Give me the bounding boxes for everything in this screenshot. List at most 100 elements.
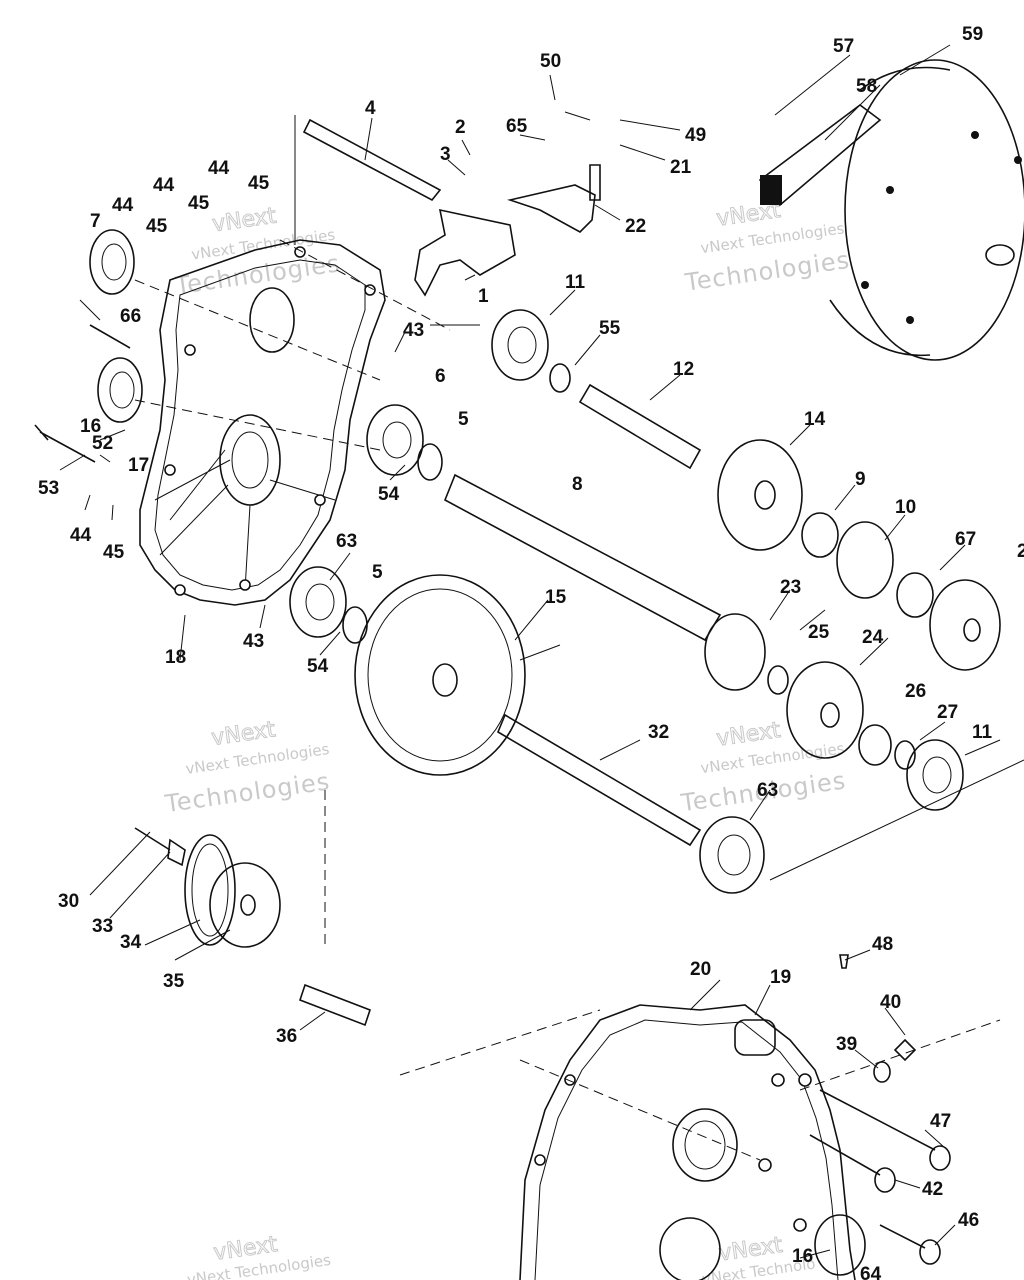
callout-36: 36 [276, 1026, 297, 1047]
watermark-mid-right: vNext vNext Technologies Technologies [678, 717, 847, 817]
pin-48 [839, 954, 849, 969]
callout-48: 48 [872, 934, 893, 955]
callout-32: 32 [648, 722, 669, 743]
callout-45c: 45 [146, 216, 168, 237]
washer-5-bottom [342, 606, 368, 644]
callout-49: 49 [685, 125, 706, 146]
callout-52: 52 [92, 433, 113, 454]
callout-42: 42 [922, 1179, 943, 1200]
callout-14: 14 [804, 409, 826, 430]
stud-66 [89, 324, 131, 349]
seal-7 [89, 229, 135, 295]
callout-4: 4 [365, 98, 376, 119]
callout-54a: 54 [378, 484, 400, 505]
callout-18: 18 [165, 647, 186, 668]
bolt-30 [134, 827, 171, 851]
callout-16a: 16 [80, 416, 101, 437]
callout-45d: 45 [103, 542, 125, 563]
callout-55: 55 [599, 318, 621, 339]
callout-34: 34 [120, 932, 142, 953]
callout-43b: 43 [243, 631, 264, 652]
callout-63b: 63 [757, 780, 778, 801]
ring-25 [767, 665, 789, 695]
callout-1: 1 [478, 286, 489, 307]
callout-11a: 11 [565, 272, 586, 293]
callout-59: 59 [962, 24, 983, 45]
callout-30: 30 [58, 891, 79, 912]
gear-2 [929, 579, 1001, 671]
shift-shaft [302, 118, 442, 202]
callout-45a: 45 [248, 173, 270, 194]
callout-23: 23 [780, 577, 801, 598]
bearing-26 [858, 724, 892, 766]
callout-16b: 16 [792, 1246, 813, 1267]
callout-5b: 5 [372, 562, 383, 583]
callout-2: 2 [455, 117, 466, 138]
bearing-11-top [491, 309, 549, 381]
bolt-53 [34, 424, 96, 463]
main-shaft [443, 473, 722, 642]
shift-bracket [507, 164, 601, 233]
centerlines [134, 115, 1024, 1161]
callout-50: 50 [540, 51, 561, 72]
callout-12: 12 [673, 359, 694, 380]
callout-66: 66 [120, 306, 141, 327]
callout-65: 65 [506, 116, 528, 137]
callout-22: 22 [625, 216, 646, 237]
callout-54b: 54 [307, 656, 329, 677]
bearing-63-bottom [699, 816, 765, 894]
bushing-67 [896, 572, 934, 618]
callout-67: 67 [955, 529, 976, 550]
callout-58: 58 [856, 76, 877, 97]
clutch-drum [758, 59, 1024, 361]
watermark-top-right: vNext vNext Technologies Technologies [682, 197, 851, 296]
callout-11b: 11 [972, 722, 993, 743]
callout-3: 3 [440, 144, 451, 165]
callout-5a: 5 [458, 409, 469, 430]
callout-45b: 45 [188, 193, 210, 214]
callout-9: 9 [855, 469, 866, 490]
callout-44a: 44 [208, 158, 230, 179]
shift-fork [414, 208, 516, 297]
callout-63a: 63 [336, 531, 357, 552]
callout-2-partial: 2 [1017, 541, 1024, 562]
callout-6: 6 [435, 366, 446, 387]
bolt-46 [879, 1224, 941, 1265]
bearing-63-top [289, 566, 347, 638]
ring-55 [549, 363, 571, 393]
callout-46: 46 [958, 1210, 979, 1231]
callout-35: 35 [163, 971, 185, 992]
right-case-housing [519, 1004, 856, 1280]
svg-text:vNext: vNext [715, 718, 782, 752]
callout-57: 57 [833, 36, 854, 57]
callout-53: 53 [38, 478, 59, 499]
seal-16-bottom [814, 1214, 866, 1276]
seal-16 [97, 357, 143, 423]
gear-15 [354, 574, 526, 776]
callout-33: 33 [92, 916, 113, 937]
gear-23 [704, 613, 766, 691]
bolt-47 [819, 1089, 951, 1171]
washer-27 [894, 740, 916, 770]
callout-44b: 44 [153, 175, 175, 196]
callout-labels: 1 2 3 4 5 5 6 7 8 9 10 11 11 12 14 15 16… [38, 24, 1024, 1280]
watermark-bottom-right: vNext vNext Technolo [701, 1232, 817, 1280]
callout-43a: 43 [403, 320, 424, 341]
chain-link-36 [298, 983, 372, 1027]
svg-text:vNext: vNext [210, 717, 277, 751]
callout-40: 40 [880, 992, 901, 1013]
output-shaft [496, 713, 702, 847]
sprocket-35 [209, 862, 281, 948]
callout-25: 25 [808, 622, 830, 643]
leader-lines [59, 44, 1001, 1259]
gear-24 [786, 661, 864, 759]
washer-5-top [417, 443, 443, 481]
callout-17: 17 [128, 455, 149, 476]
chain-34 [184, 834, 236, 946]
callout-27: 27 [937, 702, 958, 723]
lock-plate-33 [167, 838, 186, 867]
callout-44c: 44 [112, 195, 134, 216]
bearing-6 [366, 404, 424, 476]
breather-40 [893, 1038, 917, 1062]
